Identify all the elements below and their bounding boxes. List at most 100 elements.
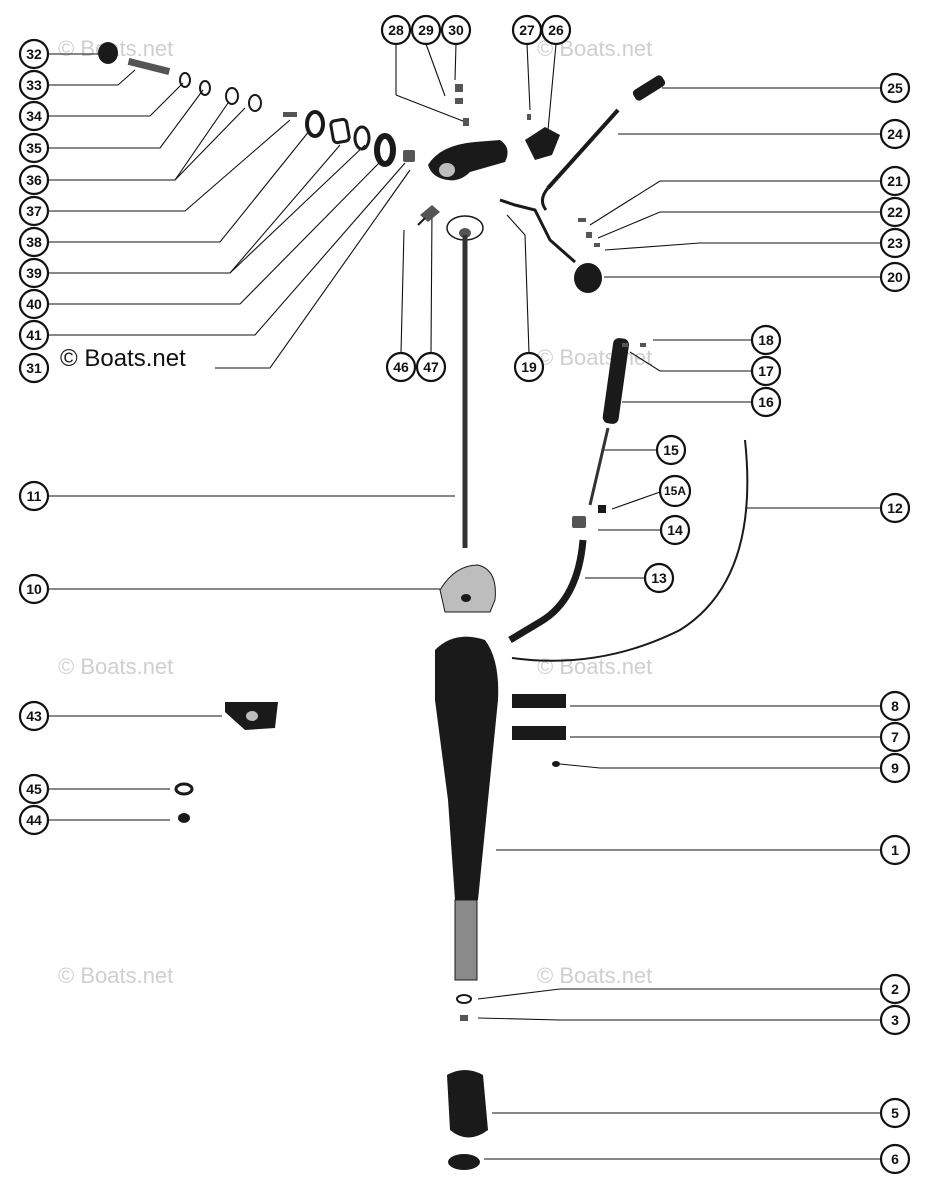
part-24-rod: [546, 108, 620, 190]
callout-36: 36: [18, 164, 50, 196]
callout-41: 41: [18, 319, 50, 351]
part-25-grip: [632, 75, 666, 101]
part-24-bend: [541, 187, 550, 211]
callout-39: 39: [18, 257, 50, 289]
callout-20: 20: [879, 261, 911, 293]
callout-label: 19: [521, 359, 537, 375]
part-housing-bore: [439, 163, 455, 177]
part-6-cap: [448, 1154, 480, 1170]
callout-label: 2: [891, 981, 899, 997]
callout-label: 43: [26, 708, 42, 724]
part-43-hole: [246, 711, 258, 721]
callout-label: 30: [448, 22, 464, 38]
callout-label: 11: [27, 488, 42, 504]
callout-label: 31: [26, 360, 42, 376]
callout-label: 21: [887, 173, 903, 189]
watermark-dark: © Boats.net: [60, 345, 186, 372]
callout-label: 15: [663, 442, 679, 458]
part-32-knob: [98, 42, 118, 64]
callout-35: 35: [18, 132, 50, 164]
callout-label: 7: [891, 729, 899, 745]
callout-26: 26: [540, 14, 572, 46]
callout-7: 7: [879, 721, 911, 753]
callout-label: 40: [26, 296, 42, 312]
part-7-plate: [512, 726, 566, 740]
callout-43: 43: [18, 700, 50, 732]
callout-12: 12: [879, 492, 911, 524]
callout-32: 32: [18, 38, 50, 70]
callout-label: 29: [418, 22, 434, 38]
callout-37: 37: [18, 195, 50, 227]
callout-label: 41: [26, 327, 42, 343]
callout-30: 30: [440, 14, 472, 46]
callout-label: 45: [26, 781, 42, 797]
callout-9: 9: [879, 752, 911, 784]
watermark: © Boats.net: [58, 963, 173, 988]
callout-16: 16: [750, 386, 782, 418]
part-10-cover: [439, 564, 496, 613]
callout-label: 8: [891, 698, 899, 714]
callout-29: 29: [410, 14, 442, 46]
part-27: [527, 114, 531, 120]
leader-lines: [48, 43, 880, 1160]
part-cap-center: [459, 228, 471, 238]
callout-27: 27: [511, 14, 543, 46]
callout-1: 1: [879, 834, 911, 866]
part-30: [455, 84, 463, 92]
watermark: © Boats.net: [58, 654, 173, 679]
part-33-bolt: [127, 58, 171, 75]
part-17: [622, 343, 628, 347]
part-28: [463, 118, 469, 126]
callout-8: 8: [879, 690, 911, 722]
part-23: [594, 243, 600, 247]
callout-10: 10: [18, 573, 50, 605]
callout-label: 26: [548, 22, 564, 38]
callout-3: 3: [879, 1004, 911, 1036]
part-36b-spacer: [248, 94, 262, 112]
part-16-sleeve: [602, 338, 629, 424]
part-14-clamp: [572, 516, 586, 528]
callout-label: 33: [26, 77, 42, 93]
callout-25: 25: [879, 72, 911, 104]
callout-18: 18: [750, 324, 782, 356]
part-35-washer: [199, 80, 211, 96]
part-41-seal: [374, 133, 396, 167]
part-8-pad: [512, 694, 566, 708]
callout-label: 25: [887, 80, 903, 96]
part-housing: [428, 140, 508, 181]
part-12-wire: [511, 439, 749, 662]
part-47-bracket: [420, 205, 440, 222]
part-10-hole: [461, 594, 471, 602]
callout-label: 47: [423, 359, 439, 375]
callout-15A: 15A: [658, 474, 692, 508]
part-22: [586, 232, 592, 238]
callout-label: 28: [388, 22, 404, 38]
callout-label: 12: [887, 500, 903, 516]
callout-13: 13: [643, 562, 675, 594]
part-26-block: [525, 127, 560, 160]
callout-47: 47: [415, 351, 447, 383]
callout-38: 38: [18, 226, 50, 258]
part-1-handle: [435, 636, 499, 900]
callout-33: 33: [18, 69, 50, 101]
callout-label: 36: [26, 172, 42, 188]
part-37-pin: [283, 112, 297, 117]
callout-label: 27: [519, 22, 535, 38]
callout-label: 3: [891, 1012, 899, 1028]
part-3-nut: [460, 1015, 468, 1021]
callout-label: 34: [26, 108, 42, 124]
callout-22: 22: [879, 196, 911, 228]
callout-28: 28: [380, 14, 412, 46]
callout-15: 15: [655, 434, 687, 466]
part-19-link: [499, 198, 576, 264]
watermark: © Boats.net: [537, 345, 652, 370]
part-40-washer: [353, 125, 371, 151]
callout-40: 40: [18, 288, 50, 320]
callout-14: 14: [659, 514, 691, 546]
part-5-grip: [447, 1070, 488, 1138]
part-20-knob: [574, 263, 602, 293]
callout-19: 19: [513, 351, 545, 383]
callout-label: 38: [26, 234, 42, 250]
part-15A: [598, 505, 606, 513]
